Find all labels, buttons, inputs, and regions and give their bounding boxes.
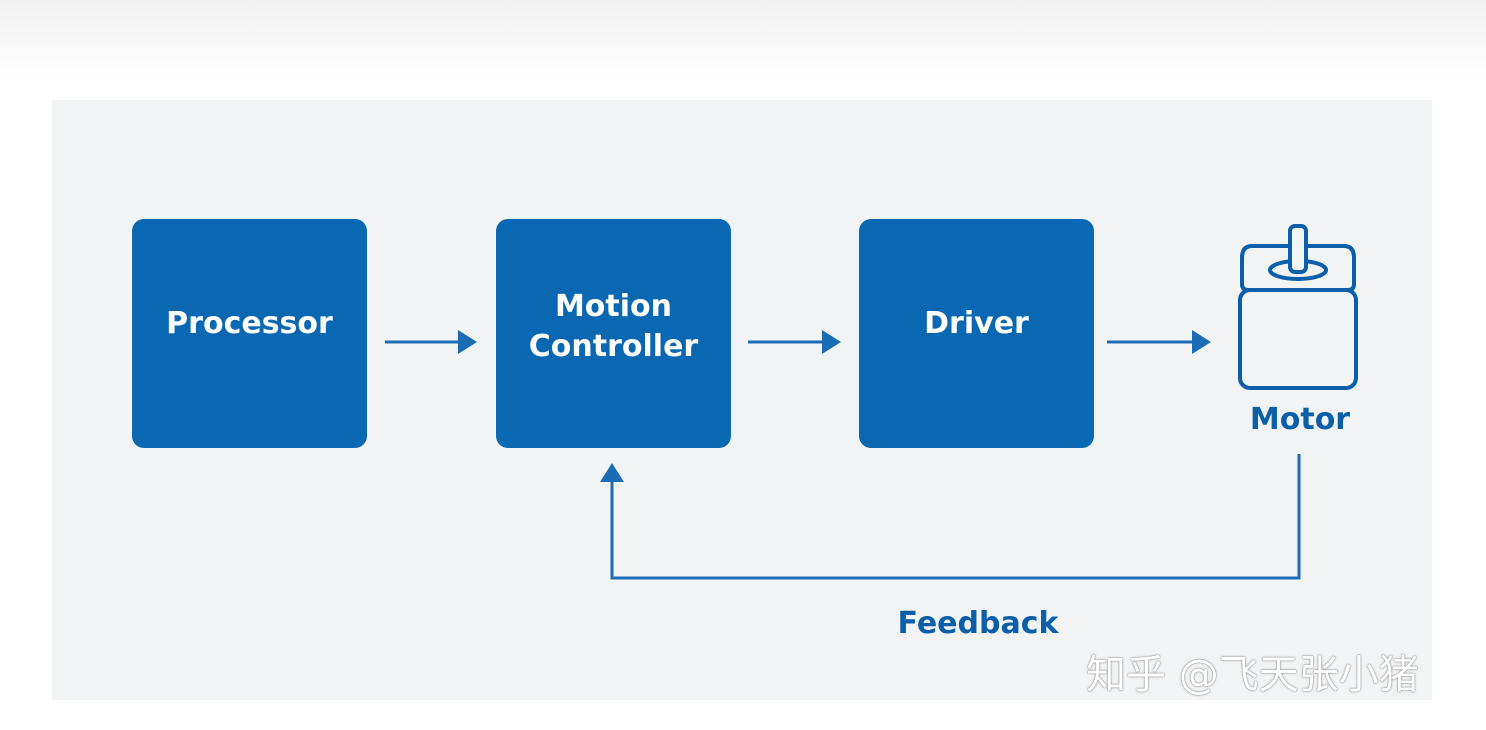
arrow-driver-to-motor	[1107, 330, 1211, 354]
zhihu-watermark: 知乎 @飞天张小猪	[1086, 652, 1419, 698]
feedback-loop-arrow	[600, 454, 1301, 580]
arrow-processor-to-controller	[385, 330, 477, 354]
motion-controller-text: Motion Controller	[529, 287, 698, 367]
processor-label: Processor	[166, 305, 333, 341]
processor-block: Processor	[132, 219, 367, 448]
motion-controller-label-line2: Controller	[528, 328, 699, 364]
driver-label: Driver	[924, 305, 1029, 341]
driver-block: Driver	[859, 219, 1094, 448]
motor-label: Motor	[1249, 402, 1351, 437]
motion-controller-block: Motion Controller	[496, 219, 731, 448]
feedback-label: Feedback	[897, 606, 1059, 641]
top-fade-band	[0, 0, 1486, 80]
motion-controller-label-line1: Motion	[554, 288, 673, 324]
stepper-motor-icon	[1238, 224, 1358, 390]
arrow-controller-to-driver	[748, 330, 841, 354]
